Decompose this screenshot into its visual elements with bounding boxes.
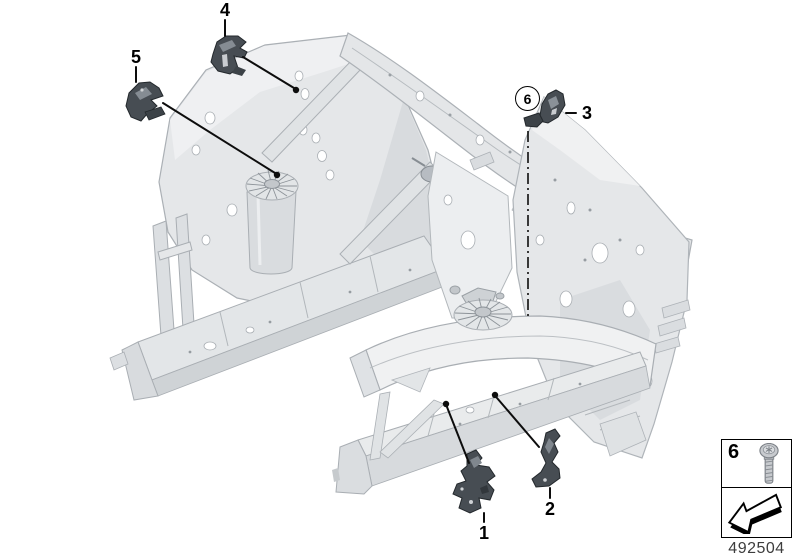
callout-label-1: 1: [478, 523, 489, 543]
leader-line-2a: [496, 397, 540, 448]
bracket-part-3: [523, 89, 566, 128]
callout-label-3: 3: [581, 103, 592, 123]
callout-label-6: 6: [523, 90, 532, 107]
leader-dots: [273, 86, 499, 408]
legend-screw-cell: 6: [721, 439, 792, 489]
legend-arrow-cell: [721, 487, 792, 539]
leader-line-4b: [242, 56, 295, 89]
left-frame-rail: [109, 235, 451, 401]
callout-label-4: 4: [219, 0, 230, 20]
callout-circle-6: 6: [515, 86, 540, 111]
leader-line-5b: [162, 102, 276, 174]
bracket-part-1: [452, 449, 496, 514]
right-strut-dome: [449, 285, 513, 331]
callout-label-2: 2: [544, 499, 555, 519]
leader-dot-5: [273, 171, 281, 179]
bracket-part-5: [125, 81, 166, 122]
installation-direction-arrow-icon: [727, 493, 783, 535]
left-apron-posts: [152, 213, 195, 337]
left-strut-dome: [245, 169, 299, 275]
leader-lines: [135, 19, 577, 523]
bracket-part-2: [531, 428, 561, 488]
leader-dot-1: [442, 400, 450, 408]
leader-dot-4: [292, 86, 300, 94]
torx-screw-icon: [759, 443, 779, 484]
leader-dot-2: [491, 391, 499, 399]
middle-firewall-panel: [427, 151, 513, 319]
legend-item-number: 6: [728, 441, 740, 463]
leader-line-1a: [446, 406, 470, 464]
diagram-part-number: 492504: [728, 540, 785, 557]
legend-box: 6: [721, 439, 792, 539]
bracket-part-4: [210, 35, 248, 76]
callout-label-5: 5: [130, 47, 141, 67]
